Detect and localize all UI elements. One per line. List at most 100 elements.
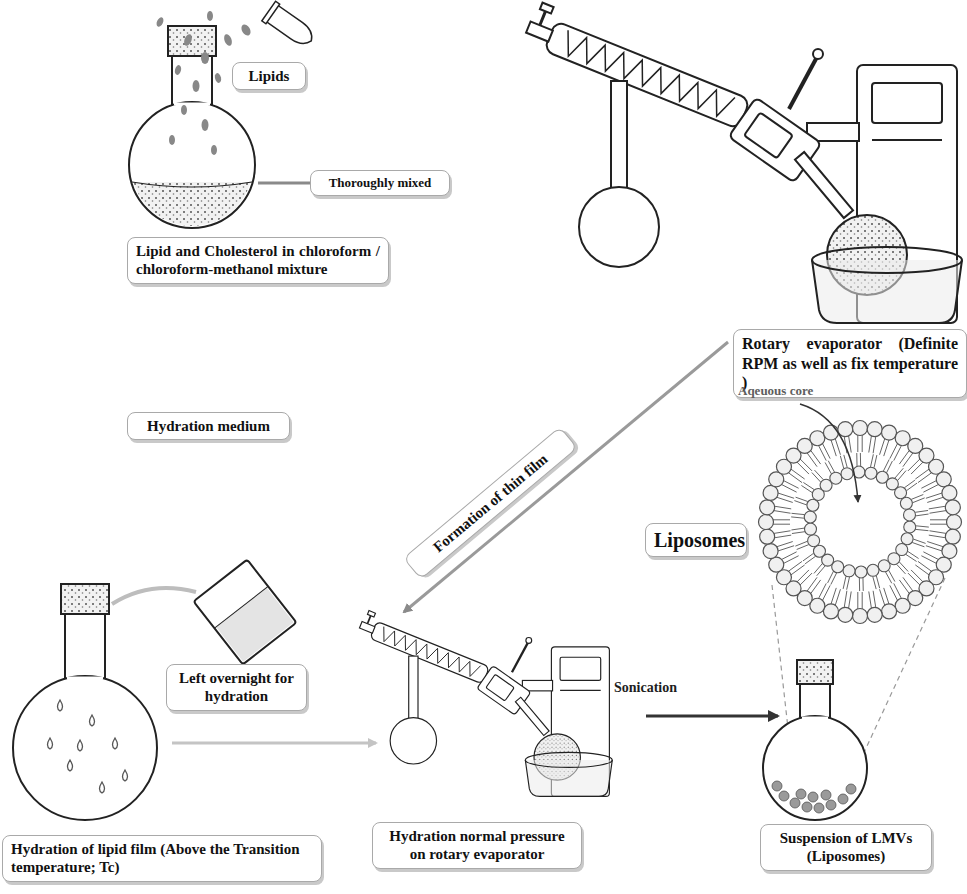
box-text: Hydration of lipid film (Above the Trans…	[11, 840, 313, 877]
rotary-evaporator	[357, 610, 612, 797]
lipid-particles	[193, 80, 200, 92]
lipid-molecule	[803, 553, 814, 561]
water-droplets	[123, 770, 128, 781]
lipid-molecule	[805, 556, 816, 564]
lipid-particles	[174, 64, 182, 75]
lipid-molecule	[810, 450, 821, 465]
lipid-molecule	[930, 519, 948, 520]
process-arrow	[172, 742, 376, 745]
lipid-particles	[201, 52, 209, 64]
beaker	[215, 586, 269, 628]
lipid-molecule	[790, 565, 805, 576]
lipid-molecule	[813, 545, 825, 557]
round-bottom-flask	[797, 660, 833, 684]
lipid-molecule	[835, 438, 841, 455]
lipid-molecule	[847, 577, 850, 590]
lipid-molecule	[831, 439, 837, 456]
lipid-molecule	[760, 500, 775, 515]
liposome-bilayer	[759, 421, 962, 624]
round-bottom-flask	[174, 103, 210, 106]
lipid-molecule	[831, 573, 837, 585]
lipid-molecule	[915, 510, 928, 512]
lipid-molecule	[911, 461, 924, 474]
lipid-molecule	[838, 607, 853, 622]
lipid-molecule	[796, 461, 809, 474]
lipid-molecule	[899, 450, 910, 465]
lipid-molecule	[862, 578, 863, 591]
lipid-molecule	[823, 604, 838, 619]
lipid-molecule	[799, 573, 812, 586]
lipid-molecule	[927, 497, 944, 503]
lipid-molecule	[916, 514, 929, 516]
water-droplets	[58, 700, 63, 711]
round-bottom-flask	[129, 26, 260, 242]
round-bottom-flask	[67, 677, 103, 680]
beaker	[194, 560, 297, 665]
process-arrow	[404, 342, 728, 612]
lipid-molecule	[876, 576, 879, 589]
liposome-beads	[790, 798, 800, 808]
lipid-molecule	[760, 529, 775, 544]
lipid-molecule	[781, 484, 797, 492]
lipid-molecule	[867, 422, 882, 437]
lipid-molecule	[818, 445, 826, 461]
lipid-molecule	[848, 435, 851, 453]
lipid-molecule	[862, 592, 863, 610]
lipid-molecule	[916, 526, 929, 527]
lipid-molecule	[904, 521, 916, 533]
box-text: Suspension of LMVs (Liposomes)	[769, 829, 923, 866]
lipid-molecule	[882, 604, 897, 619]
lipid-molecule	[883, 459, 889, 471]
round-bottom-flask	[802, 717, 828, 720]
beaker	[216, 588, 294, 662]
round-bottom-flask	[132, 182, 252, 187]
liposome-beads	[802, 802, 812, 812]
lipid-molecule	[810, 580, 821, 595]
lipid-molecule	[906, 483, 917, 491]
lipid-molecule	[855, 566, 867, 578]
liposome-beads	[808, 792, 818, 802]
lipid-molecule	[898, 471, 906, 481]
lipid-molecule	[942, 485, 957, 500]
lipid-molecule	[869, 435, 872, 453]
lipid-molecule	[808, 535, 820, 547]
lipid-molecule	[777, 546, 794, 552]
ingredient-box: Lipids	[232, 62, 306, 90]
lipid-molecule	[815, 470, 824, 480]
round-bottom-flask	[168, 26, 216, 56]
lipid-molecule	[814, 564, 822, 574]
lipid-molecule	[804, 511, 816, 523]
lipid-particles	[169, 135, 175, 145]
lipid-molecule	[810, 431, 825, 446]
lipid-molecule	[806, 452, 817, 467]
water-droplets	[48, 738, 53, 749]
lipid-molecule	[945, 500, 960, 515]
lipid-molecule	[942, 544, 957, 559]
lipid-molecule	[911, 570, 924, 583]
lipid-molecule	[915, 468, 930, 479]
lipid-molecule	[796, 570, 809, 583]
lipid-molecule	[867, 564, 879, 576]
lipid-molecule	[903, 452, 914, 467]
box-text: Liposomes	[654, 528, 738, 552]
rotary-evaporator	[522, 1, 962, 323]
lipid-molecule	[853, 609, 868, 624]
lipid-tube	[262, 1, 318, 50]
lipid-molecule	[844, 455, 847, 468]
lipid-molecule	[926, 546, 943, 552]
liposome-beads	[779, 791, 789, 801]
lipid-particles	[155, 16, 165, 28]
water-droplets	[100, 782, 105, 793]
lipid-tube	[262, 1, 280, 24]
lipid-molecule	[763, 485, 778, 500]
lipid-molecule	[908, 458, 921, 471]
lipid-molecule	[908, 573, 921, 586]
lipid-molecule	[908, 551, 919, 558]
lipid-molecule	[897, 564, 906, 574]
lipid-molecule	[776, 542, 793, 548]
lipid-molecule	[899, 580, 910, 595]
lipid-molecule	[857, 434, 858, 452]
lipid-molecule	[911, 495, 923, 500]
lipid-molecule	[803, 482, 814, 489]
